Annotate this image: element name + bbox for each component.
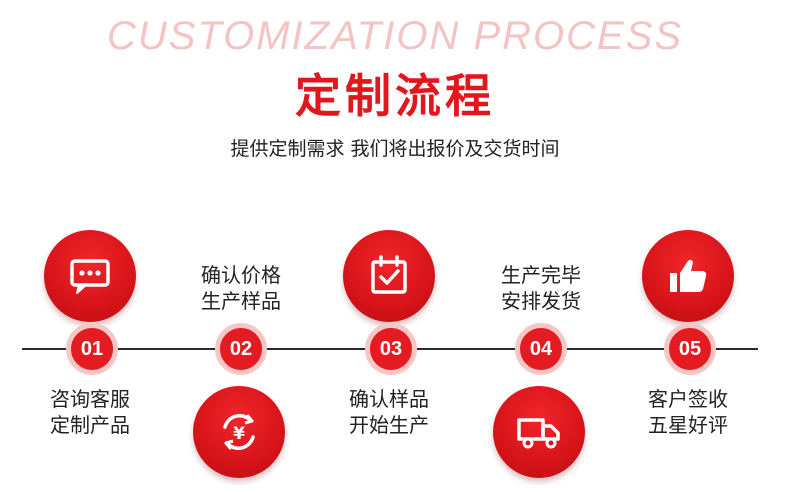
step-01-line2: 定制产品: [50, 413, 130, 437]
step-label-01: 咨询客服 定制产品: [25, 386, 155, 438]
yuan-refresh-icon: ¥: [193, 386, 285, 478]
step-number-04: 04: [515, 323, 567, 375]
step-04-line1: 生产完毕: [501, 263, 581, 287]
step-05-line1: 客户签收: [648, 387, 728, 411]
svg-text:¥: ¥: [233, 424, 245, 444]
step-04-line2: 安排发货: [501, 289, 581, 313]
calendar-check-icon: [343, 230, 435, 322]
step-number-03: 03: [365, 323, 417, 375]
truck-icon: [493, 386, 585, 478]
step-03-line1: 确认样品: [349, 387, 429, 411]
step-label-04: 生产完毕 安排发货: [476, 262, 606, 314]
step-number-05: 05: [664, 323, 716, 375]
chinese-title: 定制流程: [295, 69, 495, 123]
thumbs-up-icon: [642, 230, 734, 322]
step-label-05: 客户签收 五星好评: [623, 386, 753, 438]
step-02-line1: 确认价格: [201, 263, 281, 287]
step-01-line1: 咨询客服: [50, 387, 130, 411]
step-label-03: 确认样品 开始生产: [324, 386, 454, 438]
step-number-01: 01: [66, 323, 118, 375]
step-05-line2: 五星好评: [648, 413, 728, 437]
subtitle: 提供定制需求 我们将出报价及交货时间: [230, 138, 560, 160]
chat-icon: [44, 230, 136, 322]
english-title: CUSTOMIZATION PROCESS: [106, 14, 684, 58]
step-03-line2: 开始生产: [349, 413, 429, 437]
step-number-02: 02: [215, 323, 267, 375]
step-label-02: 确认价格 生产样品: [176, 262, 306, 314]
step-02-line2: 生产样品: [201, 289, 281, 313]
